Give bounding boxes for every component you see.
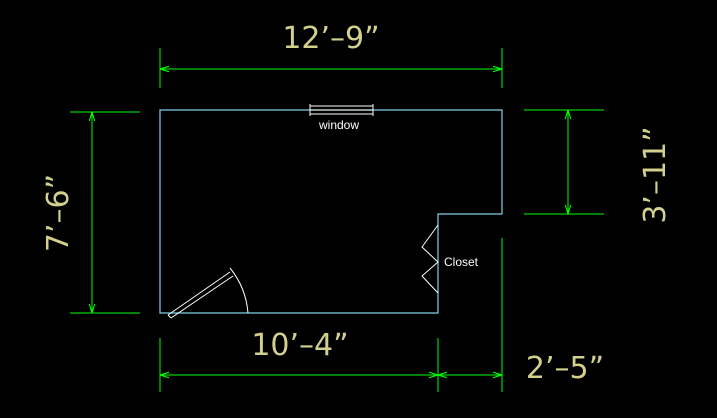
right-upper-dimension <box>524 109 604 215</box>
window-label: window <box>318 118 359 132</box>
door-swing-symbol <box>167 267 249 319</box>
room-outline <box>159 109 503 314</box>
right-upper-height-label: 3’–11” <box>638 126 673 223</box>
bottom-dimension <box>159 238 503 392</box>
closet-door-symbol <box>421 224 439 294</box>
bottom-width-label: 10’–4” <box>251 328 348 363</box>
window-symbol <box>309 104 374 116</box>
closet-label: Closet <box>444 255 479 269</box>
left-dimension <box>70 111 140 314</box>
left-height-label: 7’–6” <box>41 174 76 252</box>
bottom-right-width-label: 2’–5” <box>526 351 604 386</box>
top-width-label: 12’–9” <box>282 21 379 56</box>
top-dimension <box>159 48 503 88</box>
